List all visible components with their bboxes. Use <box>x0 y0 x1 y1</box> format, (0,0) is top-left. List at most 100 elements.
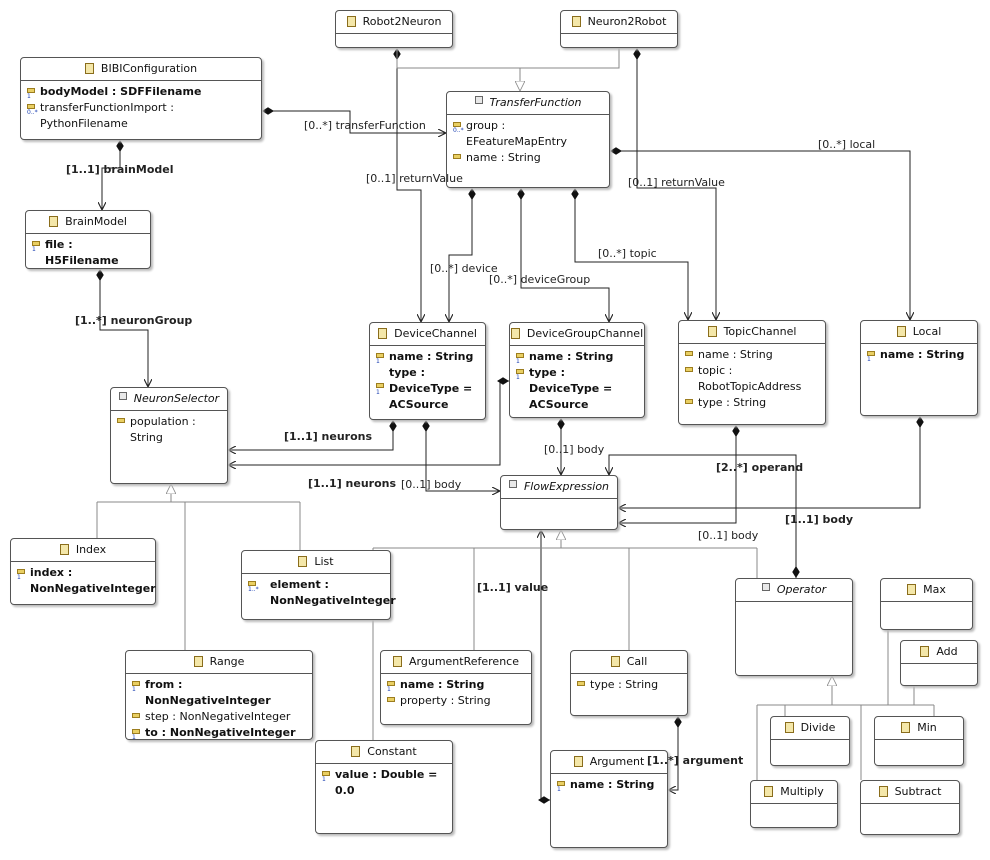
label-body-3: [0..1] body <box>698 529 759 542</box>
attribute-icon <box>516 369 524 374</box>
class-subtract[interactable]: Subtract <box>860 780 960 835</box>
class-list[interactable]: List 1..*element : NonNegativeInteger <box>241 550 396 620</box>
class-min[interactable]: Min <box>874 716 964 766</box>
attribute-icon <box>376 353 384 358</box>
attribute-icon <box>132 729 140 734</box>
class-icon <box>896 326 906 337</box>
class-icon <box>901 722 911 733</box>
label-operand: [2..*] operand <box>716 461 804 474</box>
attribute: name : String <box>685 347 819 363</box>
attribute: type : String <box>685 395 819 411</box>
class-flowexpression[interactable]: FlowExpression <box>500 475 618 530</box>
class-icon <box>878 786 888 797</box>
attribute-icon <box>248 581 256 586</box>
class-multiply[interactable]: Multiply <box>750 780 838 828</box>
class-icon <box>920 646 930 657</box>
abstract-class-icon <box>118 392 127 400</box>
class-icon <box>59 544 69 555</box>
gen-robot2neuron <box>396 48 520 69</box>
attribute-icon <box>117 418 125 423</box>
class-add[interactable]: Add <box>900 640 978 686</box>
label-neurons-2: [1..1] neurons <box>308 477 397 490</box>
attribute-icon <box>685 351 693 356</box>
attribute-icon <box>322 771 330 776</box>
edge-argument <box>668 716 678 790</box>
attribute: 1..*element : NonNegativeInteger <box>248 578 396 607</box>
attribute: 0..*group : EFeatureMapEntry <box>453 119 567 148</box>
label-topic: [0..*] topic <box>598 247 657 260</box>
class-divide[interactable]: Divide <box>770 716 850 766</box>
attribute-icon <box>132 681 140 686</box>
label-local: [0..*] local <box>818 138 876 151</box>
attribute-icon <box>376 383 384 388</box>
class-operator[interactable]: Operator <box>735 578 853 676</box>
abstract-class-icon <box>761 583 770 591</box>
class-icon <box>571 16 581 27</box>
class-icon <box>764 786 774 797</box>
abstract-class-icon <box>474 96 483 104</box>
label-neurons-1: [1..1] neurons <box>284 430 373 443</box>
class-neuronselector[interactable]: NeuronSelector population : String <box>110 387 228 484</box>
class-icon <box>907 584 917 595</box>
label-returnvalue-2: [0..1] returnValue <box>628 176 725 189</box>
label-devicegroup: [0..*] deviceGroup <box>489 273 591 286</box>
attribute-icon <box>27 88 35 93</box>
edge-neurongroup <box>100 269 148 387</box>
class-icon <box>610 656 620 667</box>
attribute-icon <box>17 569 25 574</box>
attribute-icon <box>577 681 585 686</box>
label-body-4: [1..1] body <box>785 513 854 526</box>
attribute: 0..*transferFunctionImport : PythonFilen… <box>27 101 174 130</box>
class-icon <box>707 326 717 337</box>
attribute-icon <box>685 399 693 404</box>
gen-neuron2robot <box>520 48 620 69</box>
class-neuron2robot[interactable]: Neuron2Robot <box>560 10 678 48</box>
attribute: type : String <box>577 677 681 693</box>
class-call[interactable]: Call type : String <box>570 650 688 716</box>
label-returnvalue-1: [0..1] returnValue <box>366 172 463 185</box>
label-value: [1..1] value <box>477 581 549 594</box>
class-topicchannel[interactable]: TopicChannel name : String topic : Robot… <box>678 320 826 425</box>
class-max[interactable]: Max <box>880 578 973 630</box>
edge-operand <box>609 454 796 578</box>
attribute-icon <box>387 697 395 702</box>
edge-body-1 <box>426 420 500 491</box>
class-icon <box>193 656 203 667</box>
abstract-class-icon <box>508 480 517 488</box>
class-robot2neuron[interactable]: Robot2Neuron <box>335 10 453 48</box>
attribute-icon <box>27 104 35 109</box>
class-icon <box>378 328 388 339</box>
class-icon <box>573 756 583 767</box>
attribute-icon <box>453 154 461 159</box>
label-argument: [1..*] argument <box>647 754 744 767</box>
attribute-icon <box>32 241 40 246</box>
edge-device <box>449 188 472 322</box>
label-body-2: [0..1] body <box>544 443 605 456</box>
attribute: step : NonNegativeInteger <box>132 709 306 725</box>
attribute-icon <box>867 351 875 356</box>
label-brainmodel: [1..1] brainModel <box>66 163 174 176</box>
class-transferfunction[interactable]: TransferFunction 0..*group : EFeatureMap… <box>446 91 610 188</box>
